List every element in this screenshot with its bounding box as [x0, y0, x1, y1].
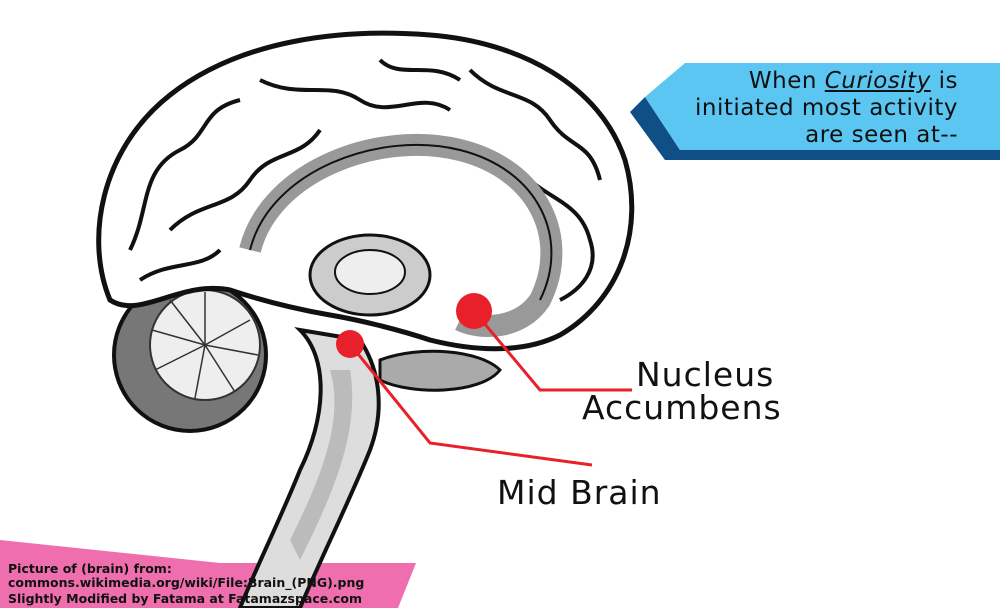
mid-brain-leader — [348, 343, 593, 467]
cerebrum — [96, 30, 635, 352]
callout-line-2: initiated most activity — [694, 95, 958, 121]
credit-line-2: commons.wikimedia.org/wiki/File:Brain_(P… — [8, 575, 365, 590]
nucleus-label-line-2: Accumbens — [582, 388, 782, 427]
credit-line-1: Picture of (brain) from: — [8, 561, 172, 576]
mid-brain-label: Mid Brain — [497, 473, 662, 512]
nucleus-accumbens-leader — [472, 310, 632, 392]
corpus-callosum-outline — [249, 143, 553, 301]
nucleus-label-line-1: Nucleus — [636, 355, 775, 394]
brainstem-core — [290, 370, 353, 560]
callout-banner — [645, 63, 1000, 150]
callout-line-1: When Curiosity is — [695, 68, 958, 95]
callout-word: When — [748, 68, 817, 94]
credit-text: Picture of (brain) from: commons.wikimed… — [8, 562, 364, 606]
thalamus-inner — [334, 249, 406, 295]
callout-word: is — [938, 68, 958, 94]
credit-line-3: Slightly Modified by Fatama at Fatamazsp… — [8, 591, 363, 606]
callout-text: When Curiosity is initiated most activit… — [695, 68, 958, 149]
nucleus-accumbens-marker — [456, 293, 492, 329]
callout-line-3: are seen at-- — [805, 122, 958, 148]
credit-banner — [0, 540, 416, 608]
callout-emphasis: Curiosity — [824, 68, 931, 94]
cerebellum-folia — [151, 292, 259, 399]
gyri — [128, 58, 602, 302]
mid-brain-marker — [336, 330, 364, 358]
callout-shadow — [630, 97, 1000, 160]
pons — [378, 349, 503, 392]
